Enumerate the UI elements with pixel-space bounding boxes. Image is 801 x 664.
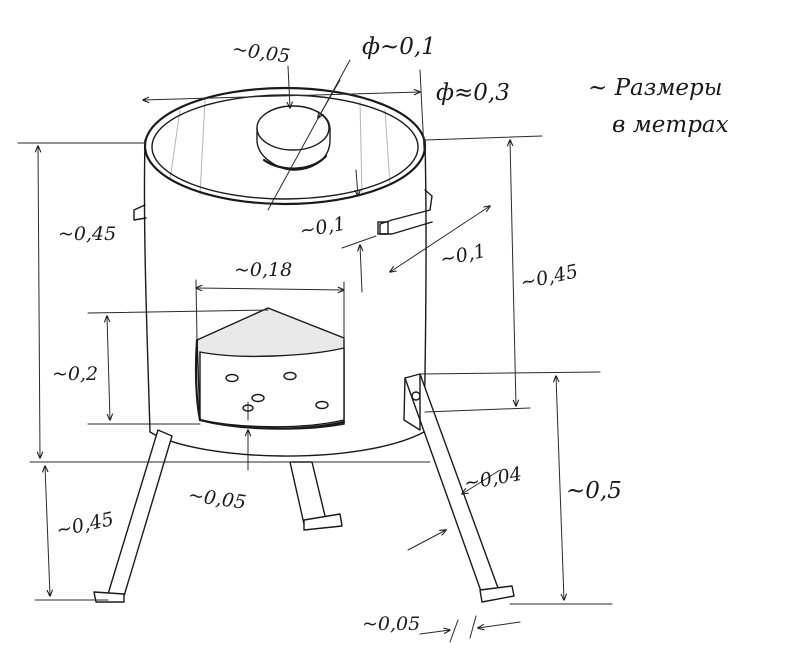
dim-door-height: ~0,2 — [52, 363, 98, 385]
dim-handle-offset: ~0,1 — [438, 240, 488, 271]
leg-right — [403, 373, 515, 603]
dim-leg-width: ~0,04 — [462, 463, 523, 495]
dim-outer-dia: ф≈0,3 — [436, 80, 510, 106]
dim-foot-len: ~0,05 — [362, 613, 420, 635]
dim-leg-height-right: ~0,5 — [566, 478, 622, 504]
right-handle — [377, 189, 433, 235]
top-hole — [256, 105, 331, 171]
dim-leg-height-left: ~0,45 — [54, 508, 116, 542]
door-opening — [194, 307, 346, 430]
dim-hole-dia: ф~0,1 — [362, 34, 436, 60]
dimension-lines — [17, 59, 613, 643]
dim-body-height-right: ~0,45 — [518, 260, 580, 294]
dim-bottom-gap: ~0,05 — [187, 484, 248, 514]
leg-left — [93, 429, 173, 603]
dim-handle-len: ~0,1 — [298, 213, 347, 243]
leg-middle — [289, 461, 343, 531]
note-line1: ~ Размеры — [588, 75, 722, 101]
dim-body-height-left: ~0,45 — [58, 223, 116, 245]
dim-door-width: ~0,18 — [234, 259, 292, 281]
left-handle — [133, 204, 147, 221]
dim-top-small: ~0,05 — [231, 38, 292, 68]
note-line2: в метрах — [612, 112, 729, 138]
